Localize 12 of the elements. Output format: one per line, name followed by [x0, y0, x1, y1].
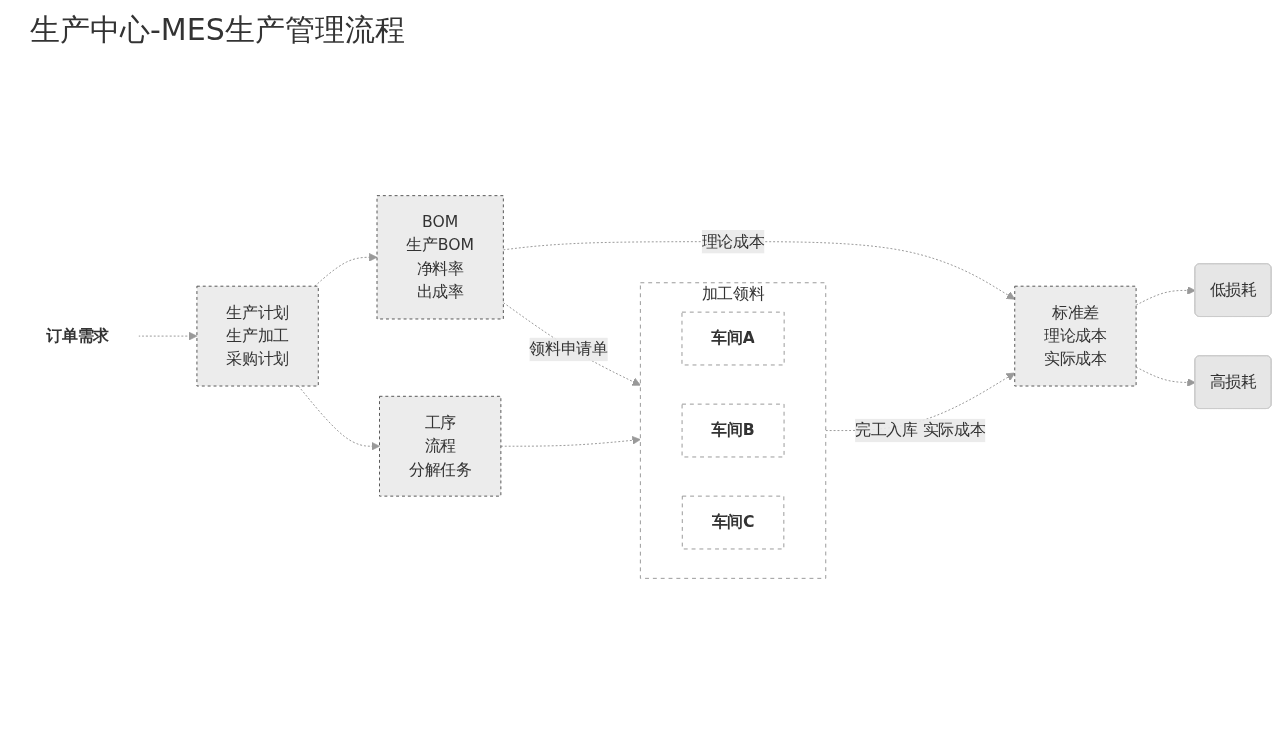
edge-label: 完工入库 实际成本: [855, 420, 986, 440]
node-box: 车间B: [681, 403, 785, 458]
edge-label: 理论成本: [701, 231, 765, 251]
node-box: 车间A: [681, 311, 785, 366]
node-text: 订单需求: [46, 326, 109, 345]
node-box: 生产计划 生产加工 采购计划: [196, 285, 319, 387]
node-box: BOM 生产BOM 净料率 出成率: [376, 195, 504, 320]
edge-label: 领料申请单: [529, 339, 608, 359]
node-box: 标准差 理论成本 实际成本: [1014, 285, 1137, 387]
node-box: 工序 流程 分解任务: [379, 395, 502, 497]
diagram-title: 生产中心-MES生产管理流程: [29, 11, 406, 49]
node-box: 车间C: [681, 495, 785, 550]
